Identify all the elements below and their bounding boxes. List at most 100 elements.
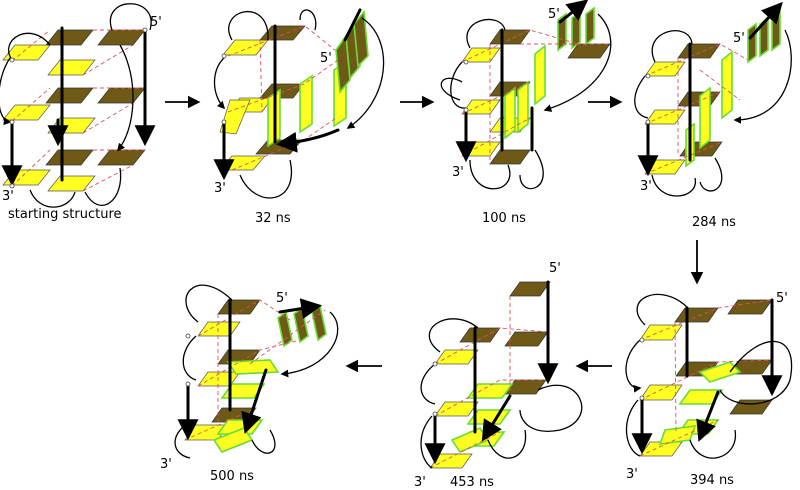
panel-time-label: 453 ns: [450, 475, 494, 490]
tetrad-base: [509, 281, 551, 297]
loop-strand: [699, 157, 723, 192]
backbone-strand: [696, 390, 720, 442]
tetrad-base: [2, 104, 51, 121]
tetrad-base: [219, 155, 266, 171]
tetrad-base: [644, 159, 686, 175]
backbone-node: [221, 53, 227, 59]
unfolded-base: [504, 86, 516, 140]
loop-strand: [651, 30, 693, 63]
backbone-node: [432, 361, 438, 367]
tetrad-base: [727, 299, 773, 315]
five-prime-label: 5': [150, 15, 162, 30]
three-prime-label: 3': [214, 181, 226, 196]
tetrad-base: [461, 141, 501, 157]
three-prime-label: 3': [452, 165, 464, 180]
panel-453ns: 5' 3' 453 ns: [414, 261, 583, 490]
unfolded-base: [747, 22, 757, 64]
loop-strand: [450, 61, 467, 109]
backbone-node: [9, 183, 15, 189]
tetrad-base: [47, 175, 96, 192]
tetrad-base: [2, 44, 51, 61]
backbone-node: [463, 107, 469, 113]
loop-strand: [625, 339, 642, 393]
tetrad-base: [97, 29, 146, 46]
tetrad-base: [504, 379, 547, 395]
loop-strand: [440, 77, 463, 101]
unfolded-base: [585, 6, 595, 46]
tetrad-base: [259, 83, 305, 99]
tetrad-base: [97, 149, 146, 166]
unfolded-base: [277, 310, 293, 348]
unfolded-base: [293, 306, 309, 344]
tetrad-base: [47, 59, 96, 76]
unfolded-base: [534, 44, 546, 106]
three-prime-label: 3': [414, 475, 426, 490]
loop-strand: [116, 44, 134, 152]
loop-strand: [84, 167, 122, 206]
unfolded-base: [450, 427, 490, 453]
tetrad-base: [2, 169, 51, 186]
five-prime-label: 5': [733, 31, 745, 46]
tetrad-base: [644, 109, 686, 125]
backbone-node: [185, 381, 191, 387]
backbone-node: [142, 27, 148, 33]
unfolded-base: [721, 50, 733, 120]
loop-strand: [543, 13, 612, 112]
loop-strand: [213, 55, 227, 110]
loop-strand: [185, 284, 233, 323]
panel-time-label: 100 ns: [482, 211, 526, 226]
hbond-lines: [461, 29, 610, 164]
loop-strand: [420, 363, 436, 405]
unfolded-base: [771, 10, 781, 52]
hbond-lines: [11, 29, 145, 192]
tetrad-base: [259, 25, 306, 41]
loop-strand: [519, 149, 544, 190]
backbone-node: [9, 57, 15, 63]
tetrad-base: [504, 331, 549, 347]
backbone-strand: [343, 8, 362, 42]
five-prime-label: 5': [549, 261, 561, 276]
tetrad-base: [461, 47, 501, 63]
tetrad-base: [45, 149, 94, 166]
backbone-node: [645, 119, 651, 125]
loop-strand: [428, 318, 479, 353]
unfolded-base: [466, 383, 514, 399]
panel-starting-structure: 5' 3' starting structure: [0, 3, 162, 222]
panel-100ns: 5' 3' 100 ns: [440, 0, 612, 226]
unfolded-base: [699, 86, 711, 150]
loop-strand: [280, 311, 339, 378]
tetrad-base: [677, 91, 721, 107]
hbond-lines: [227, 25, 339, 171]
panel-500ns: 5' 3' 500 ns: [160, 284, 339, 484]
hbond-lines: [639, 299, 773, 457]
unfolded-base: [335, 33, 351, 94]
backbone-node: [9, 119, 15, 125]
unfolded-base: [658, 425, 697, 445]
loop-strand: [29, 189, 76, 208]
hbond-lines: [184, 299, 326, 441]
tetrad-base: [47, 117, 96, 134]
loop-strand: [466, 18, 506, 49]
loop-strand: [420, 415, 433, 469]
panel-284ns: 5' 3' 284 ns: [634, 1, 792, 230]
backbone-node: [639, 395, 645, 401]
loop-strand: [228, 11, 269, 41]
loop-strand: [109, 3, 152, 31]
three-prime-label: 3': [160, 457, 172, 472]
three-prime-label: 3': [626, 467, 638, 482]
backbone-node: [463, 59, 469, 65]
panel-time-label: 500 ns: [210, 469, 254, 484]
tetrad-base: [677, 43, 721, 59]
unfolded-base: [220, 383, 266, 399]
panel-394ns: 5' 3' 394 ns: [625, 291, 793, 488]
unfolded-base: [698, 361, 742, 383]
loop-strand: [251, 429, 276, 454]
unfolded-base: [517, 80, 529, 134]
loop-strand: [8, 32, 51, 61]
unfolded-base: [299, 74, 313, 134]
backbone-node: [432, 411, 438, 417]
tetrad-base: [222, 39, 269, 56]
tetrad-base: [45, 29, 94, 46]
backbone-strand: [748, 1, 783, 40]
